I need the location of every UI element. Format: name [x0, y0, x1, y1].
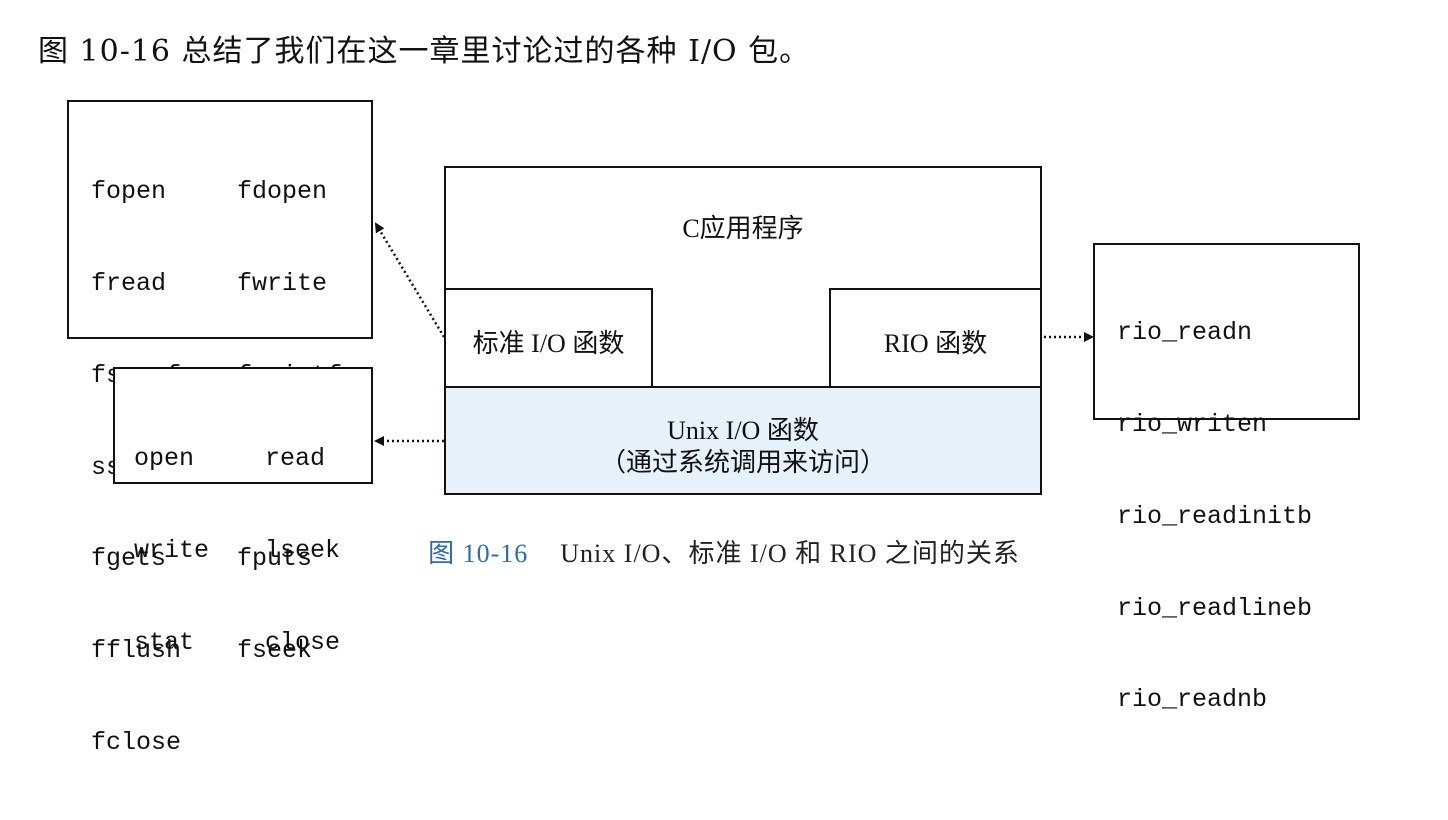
function-name: rio_readnb [1117, 685, 1268, 715]
function-name: write [134, 535, 210, 565]
unix-function-list: open write stat read lseek close [113, 367, 373, 657]
function-name: fgets [91, 544, 167, 574]
function-name: fdopen [237, 177, 328, 207]
connector-arrows [374, 222, 1094, 446]
unix-io-sublabel: （通过系统调用来访问） [599, 448, 886, 477]
rio-functions-label: RIO 函数 [883, 329, 988, 358]
function-name: rio_writen [1117, 409, 1268, 439]
function-name: fputs [237, 544, 313, 574]
c-application-label: C应用程序 [682, 214, 804, 243]
function-name: fopen [91, 177, 167, 207]
stdio-functions-label: 标准 I/O 函数 [472, 329, 625, 358]
figure-caption-text: Unix I/O、标准 I/O 和 RIO 之间的关系 [560, 539, 1020, 568]
figure-caption: 图 10-16 Unix I/O、标准 I/O 和 RIO 之间的关系 [0, 533, 1448, 570]
stdio-functions-box: 标准 I/O 函数 [444, 288, 653, 388]
stdio-arrow [374, 222, 446, 338]
function-name: fwrite [237, 268, 328, 298]
function-name: open [134, 444, 195, 474]
function-name: rio_readinitb [1117, 501, 1313, 531]
function-name: lseek [265, 535, 341, 565]
function-name: fread [91, 268, 167, 298]
function-name: fclose [91, 727, 182, 757]
function-name: rio_readn [1117, 318, 1253, 348]
figure-number: 图 10-16 [428, 539, 529, 568]
unix-io-label: Unix I/O 函数 [667, 416, 819, 445]
intro-text: 图 10-16 总结了我们在这一章里讨论过的各种 I/O 包。 [38, 34, 811, 69]
rio-functions-box: RIO 函数 [829, 288, 1042, 388]
unix-io-box: Unix I/O 函数 （通过系统调用来访问） [444, 386, 1042, 495]
function-name: rio_readlineb [1117, 593, 1313, 623]
function-name: read [265, 444, 326, 474]
